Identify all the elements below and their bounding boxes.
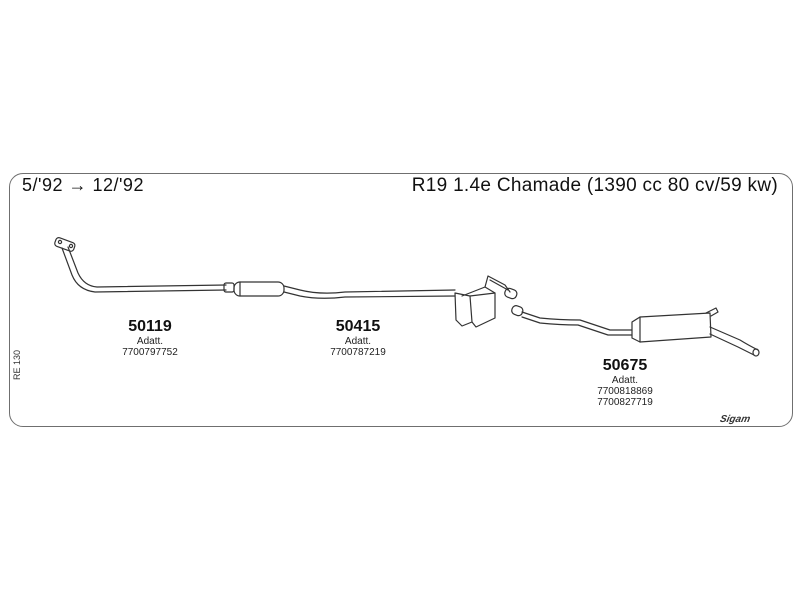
part-reference: 7700787219 — [330, 347, 386, 358]
vehicle-model-title: R19 1.4e Chamade (1390 cc 80 cv/59 kw) — [411, 175, 778, 196]
part-note: Adatt. — [344, 336, 372, 347]
diagram-frame — [9, 173, 793, 427]
center-silencer-50415 — [223, 275, 518, 328]
part-note: Adatt. — [136, 336, 164, 347]
front-flange-icon — [54, 237, 76, 252]
part-callout-50415: 50415 Adatt. 7700787219 — [313, 318, 403, 358]
production-period: 5/'92 → 12/'92 — [22, 175, 144, 195]
part-number: 50415 — [335, 318, 381, 335]
part-reference: 7700818869 — [597, 386, 653, 397]
part-reference: 7700797752 — [122, 347, 178, 358]
part-callout-50675: 50675 Adatt. 7700818869 7700827719 — [580, 357, 670, 408]
part-number: 50675 — [602, 357, 648, 374]
rear-silencer-50675 — [511, 305, 760, 357]
part-reference: 7700827719 — [597, 397, 653, 408]
brand-logo: Sigam — [718, 414, 752, 425]
part-number: 50119 — [128, 318, 172, 335]
part-callout-50119: 50119 Adatt. 7700797752 — [105, 318, 195, 358]
front-pipe-50119 — [61, 246, 227, 293]
part-note: Adatt. — [611, 375, 639, 386]
